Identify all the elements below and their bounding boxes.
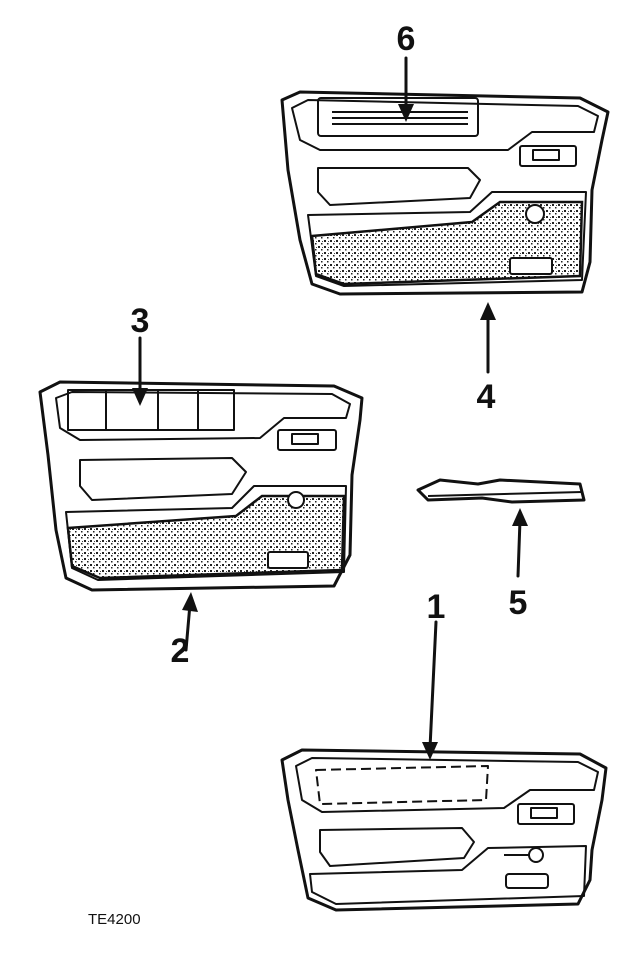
callout-1: 1 — [427, 588, 446, 626]
armrest-5-edge — [427, 491, 583, 497]
window-switch-2 — [277, 429, 337, 451]
window-switch-1 — [517, 803, 575, 825]
arrow-4 — [480, 302, 496, 374]
arrow-5 — [512, 508, 528, 578]
callout-4: 4 — [477, 378, 496, 416]
arrow-1 — [422, 620, 438, 760]
upper-insert-6 — [317, 97, 479, 137]
callout-2: 2 — [171, 632, 190, 670]
figure-id: TE4200 — [88, 911, 141, 928]
door-pull-1 — [505, 873, 549, 889]
arrow-3 — [132, 336, 148, 406]
door-panel-2 — [38, 380, 364, 592]
door-panel-1 — [280, 748, 608, 912]
window-switch-4 — [519, 145, 577, 167]
upper-insert-3 — [67, 389, 235, 431]
arrow-2 — [182, 592, 198, 652]
door-pull-2 — [267, 551, 309, 569]
callout-5: 5 — [509, 584, 528, 622]
door-handle-4 — [525, 204, 545, 224]
armrest-5 — [416, 478, 586, 504]
door-pull-4 — [509, 257, 553, 275]
door-handle-1 — [504, 847, 544, 863]
arrow-6 — [398, 56, 414, 122]
callout-3: 3 — [131, 302, 150, 340]
callout-6: 6 — [397, 20, 416, 58]
door-handle-2 — [287, 491, 305, 509]
door-panel-4 — [280, 90, 610, 296]
